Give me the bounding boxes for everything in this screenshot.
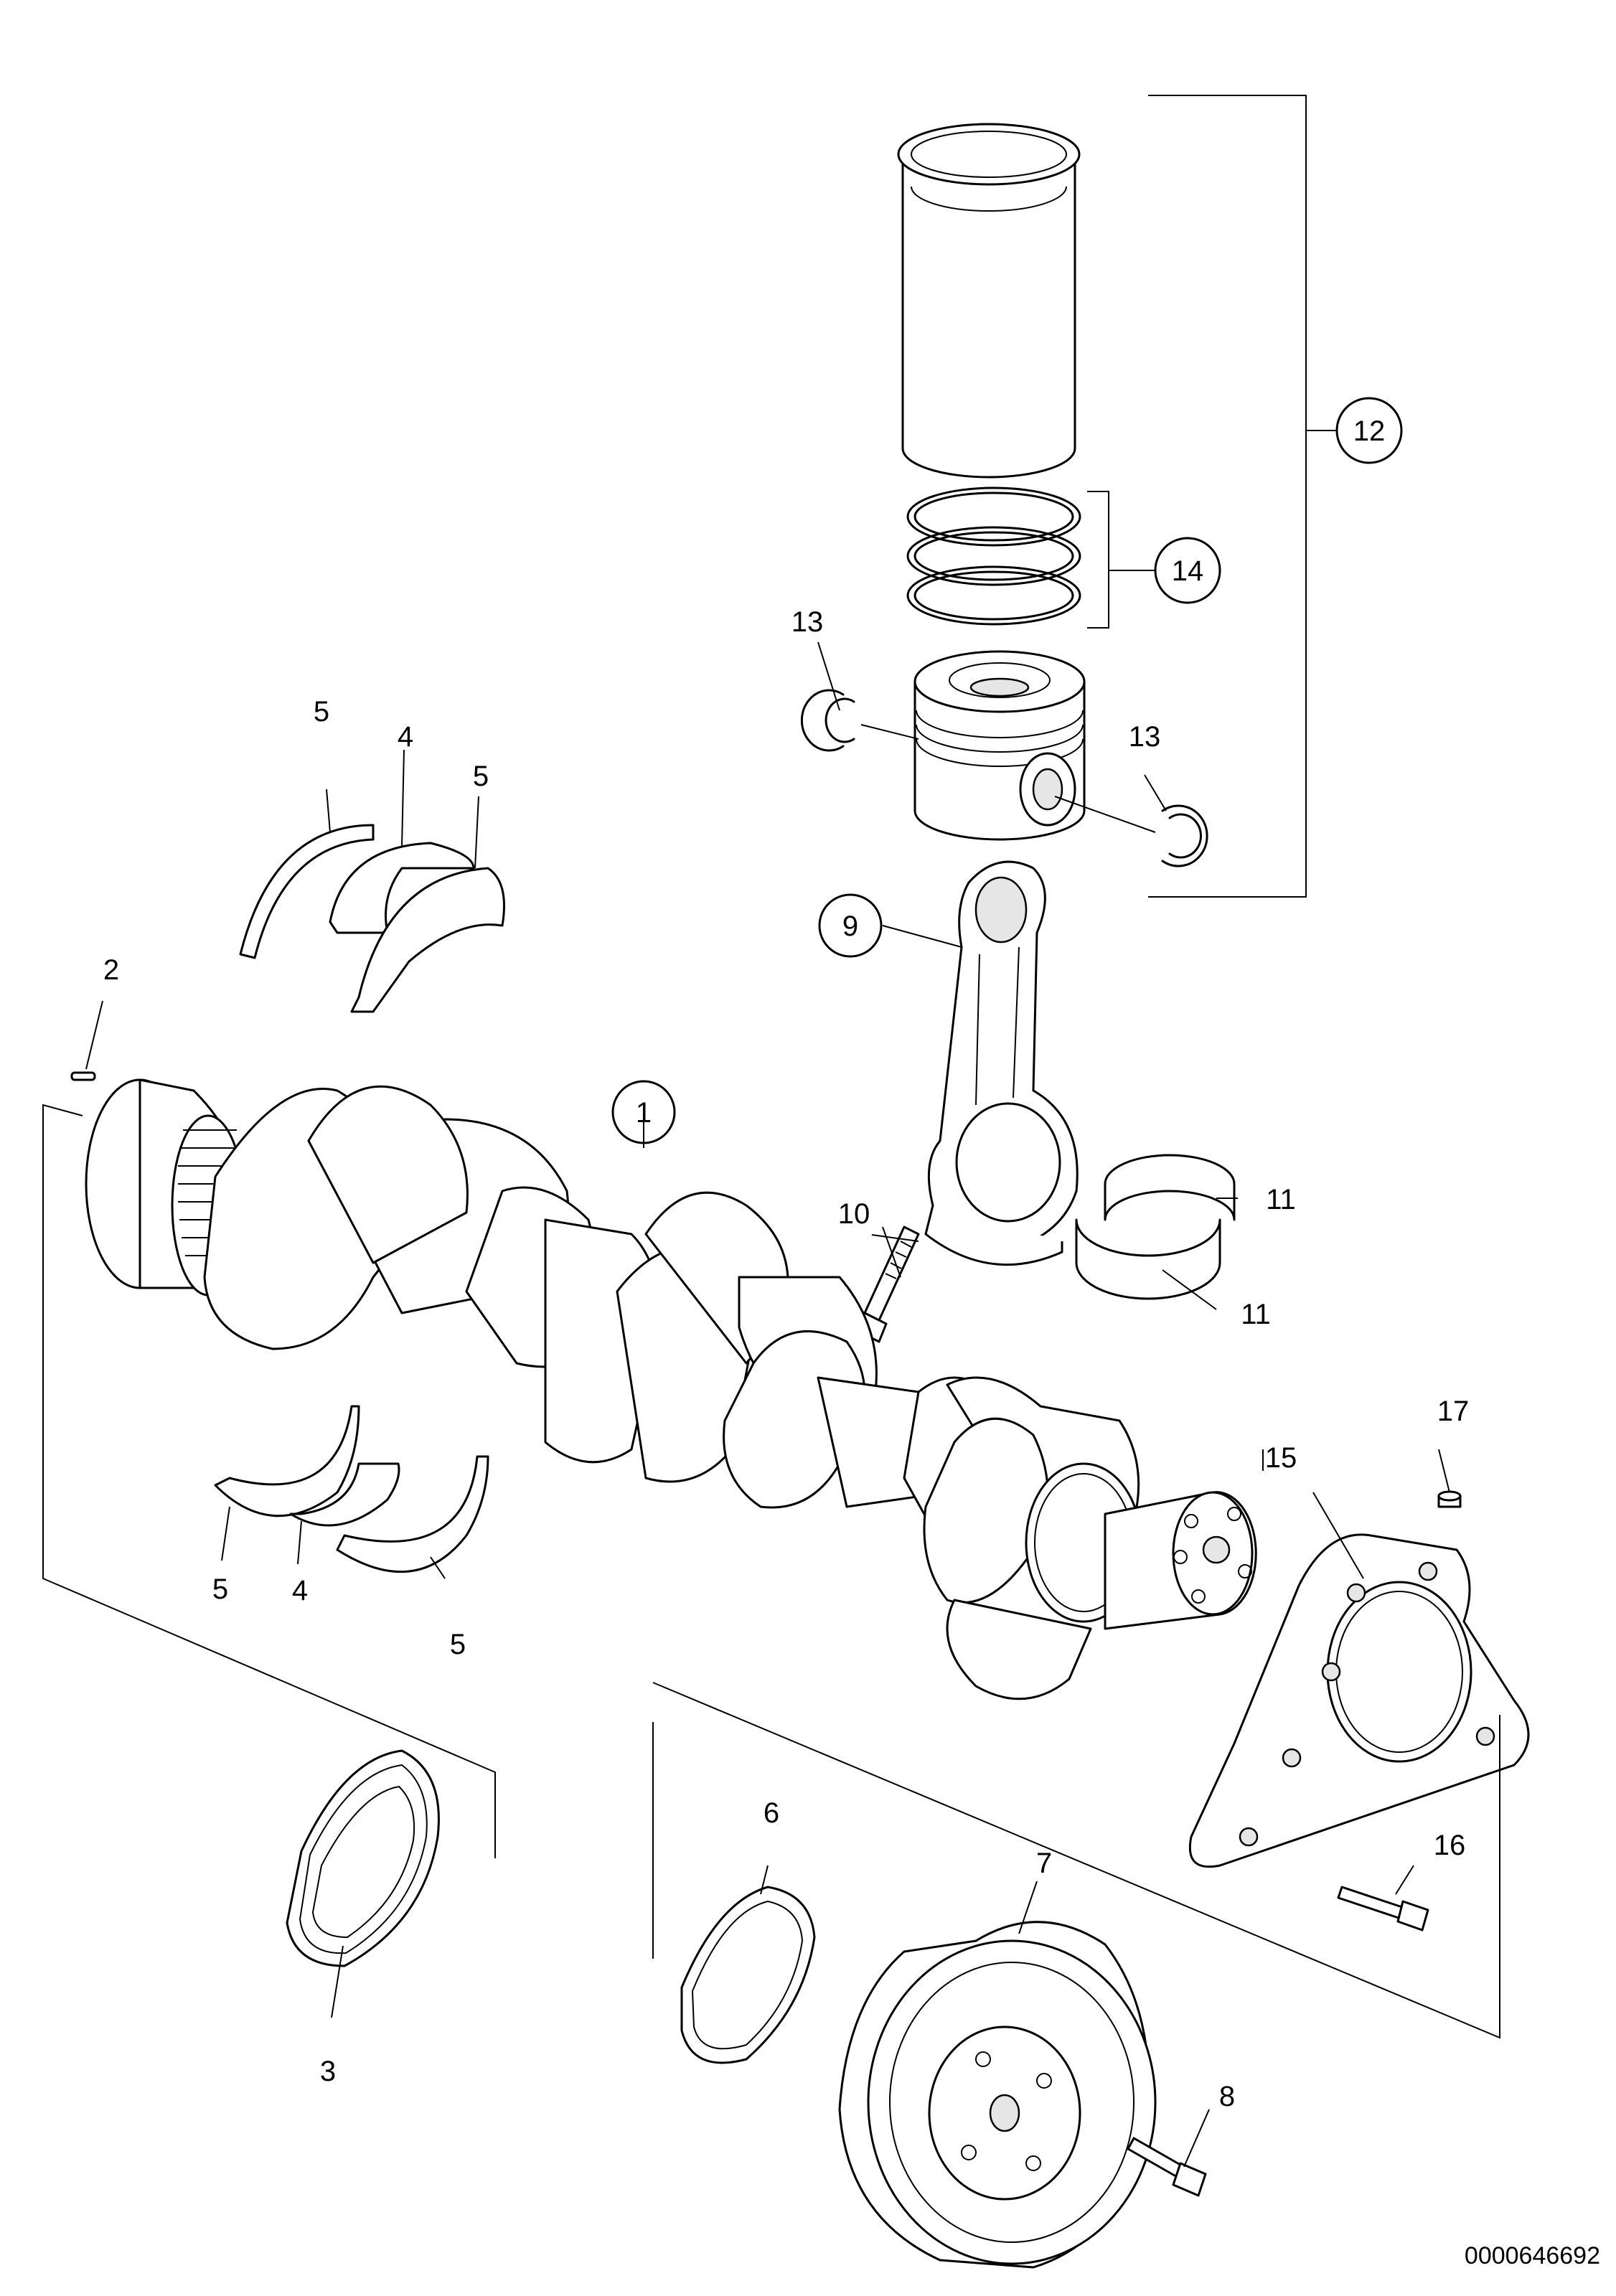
circlip-right — [1161, 804, 1208, 867]
rear-group-outline — [652, 1682, 1500, 2039]
rear-seal — [680, 1886, 816, 2064]
main-bearing-shells-upper — [239, 824, 505, 1013]
vibration-damper — [838, 1921, 1157, 2269]
front-seal-group-outline — [42, 1104, 496, 1858]
rear-seal-carrier — [1188, 1533, 1530, 1868]
conrod-bearing-shells — [1075, 1154, 1236, 1300]
callout-9-text: 9 — [842, 911, 858, 942]
callout-4-lower: 4 — [292, 1575, 308, 1606]
circlip-left — [801, 689, 855, 752]
piston — [913, 650, 1086, 841]
callout-11-upper: 11 — [1266, 1184, 1296, 1215]
callout-6: 6 — [764, 1797, 779, 1829]
callout-3: 3 — [320, 2056, 336, 2087]
leader-lines — [85, 641, 1450, 2168]
callout-12: 12 — [1335, 397, 1403, 464]
callout-1-text: 1 — [636, 1097, 652, 1129]
piston-rings — [906, 486, 1081, 626]
callout-4-upper: 4 — [398, 721, 413, 753]
document-number: 0000646692 — [1465, 2242, 1600, 2269]
callout-14: 14 — [1154, 537, 1221, 604]
callout-8: 8 — [1219, 2081, 1235, 2112]
callout-5-lower-right: 5 — [450, 1629, 466, 1660]
callout-5-upper-right: 5 — [473, 761, 489, 792]
callout-11-lower: 11 — [1241, 1299, 1271, 1330]
callout-16: 16 — [1434, 1830, 1466, 1861]
callout-10: 10 — [838, 1198, 870, 1230]
callout-17: 17 — [1437, 1396, 1470, 1427]
pulley-bolt — [1127, 2137, 1207, 2197]
crankshaft — [85, 1078, 1257, 1700]
connecting-rod — [924, 860, 1079, 1266]
callout-7: 7 — [1036, 1848, 1052, 1879]
callout-1: 1 — [611, 1080, 676, 1144]
callout-14-text: 14 — [1172, 555, 1204, 587]
callout-2: 2 — [103, 954, 119, 986]
front-seal — [286, 1749, 440, 1967]
callout-5-upper-left: 5 — [314, 696, 329, 728]
plug — [1437, 1490, 1462, 1508]
seal-carrier-bolt — [1337, 1886, 1429, 1932]
callout-9: 9 — [818, 893, 883, 958]
main-bearing-shells-lower — [214, 1405, 489, 1573]
callout-13-left: 13 — [791, 606, 824, 638]
dowel-pin — [70, 1071, 96, 1081]
callout-12-text: 12 — [1353, 415, 1386, 447]
callout-13-right: 13 — [1129, 721, 1161, 753]
callout-5-lower-left: 5 — [212, 1573, 228, 1605]
assembly-bracket-14 — [1087, 491, 1155, 629]
assembly-bracket-12 — [1148, 95, 1337, 898]
callout-labels: 2 3 4 4 5 5 5 5 6 7 8 10 11 11 13 13 15 … — [103, 606, 1469, 2112]
callout-15: 15 — [1265, 1442, 1297, 1474]
cylinder-liner — [897, 123, 1081, 479]
